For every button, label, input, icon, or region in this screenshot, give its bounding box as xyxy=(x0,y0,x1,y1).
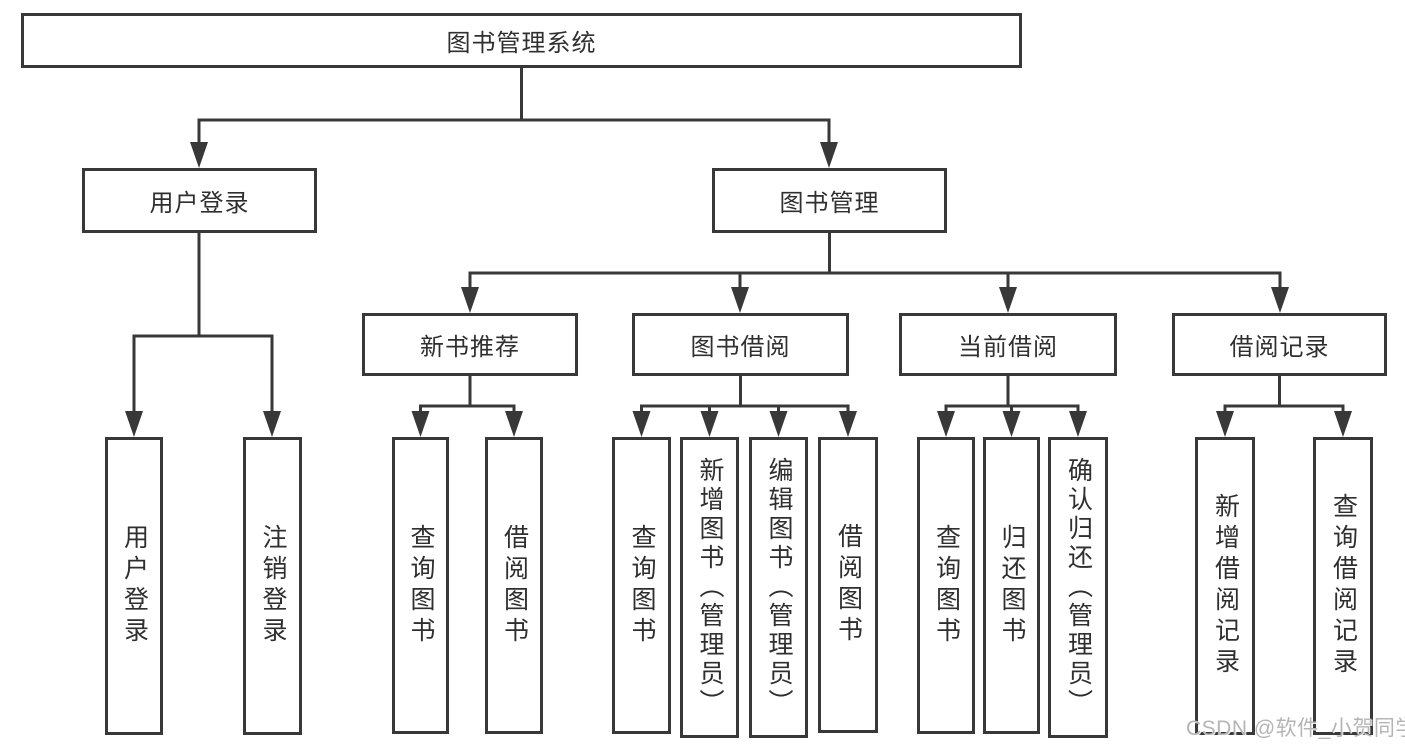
node-label: 借阅图书 xyxy=(834,523,863,647)
node-label: 编辑图书（管理员） xyxy=(765,457,793,718)
leaf-query-books-recommend: 查询图书 xyxy=(392,437,449,734)
leaf-return-books: 归还图书 xyxy=(983,437,1040,734)
node-label: 图书管理系统 xyxy=(446,30,597,57)
leaf-borrow-books-recommend: 借阅图书 xyxy=(485,437,543,734)
node-label: 新书推荐 xyxy=(420,334,520,361)
node-book-borrowing: 图书借阅 xyxy=(632,313,849,376)
node-label: 查询图书 xyxy=(628,523,656,648)
leaf-query-books-current: 查询图书 xyxy=(917,437,975,734)
leaf-add-book-admin: 新增图书（管理员） xyxy=(680,437,739,738)
leaf-edit-book-admin: 编辑图书（管理员） xyxy=(749,437,808,738)
node-label: 查询借阅记录 xyxy=(1329,493,1358,679)
leaf-query-books-borrowing: 查询图书 xyxy=(612,437,671,734)
node-label: 注销登录 xyxy=(259,524,287,648)
leaf-query-borrow-record: 查询借阅记录 xyxy=(1313,437,1373,735)
node-root-system: 图书管理系统 xyxy=(21,13,1022,68)
node-label: 用户登录 xyxy=(120,524,149,648)
node-label: 图书借阅 xyxy=(690,334,791,361)
node-label: 查询图书 xyxy=(407,523,435,648)
node-new-book-recommend: 新书推荐 xyxy=(362,313,578,376)
node-user-login: 用户登录 xyxy=(82,168,317,233)
node-label: 当前借阅 xyxy=(958,334,1058,361)
node-borrowing-records: 借阅记录 xyxy=(1172,313,1387,376)
node-label: 查询图书 xyxy=(932,523,961,648)
arrowhead-icons xyxy=(125,142,1352,437)
node-label: 确认归还（管理员） xyxy=(1064,457,1093,718)
node-label: 图书管理 xyxy=(779,190,880,217)
leaf-add-borrow-record: 新增借阅记录 xyxy=(1195,437,1255,735)
node-label: 新增图书（管理员） xyxy=(696,457,724,718)
leaf-confirm-return-admin: 确认归还（管理员） xyxy=(1048,437,1108,738)
node-current-borrowing: 当前借阅 xyxy=(899,313,1117,376)
leaf-borrow-books-borrowing: 借阅图书 xyxy=(818,437,878,733)
leaf-user-login: 用户登录 xyxy=(105,437,163,735)
node-label: 借阅记录 xyxy=(1229,334,1330,361)
csdn-watermark: CSDN @软件_小贺同学 xyxy=(1186,717,1405,740)
node-label: 归还图书 xyxy=(998,523,1026,648)
node-label: 用户登录 xyxy=(149,190,250,217)
node-label: 借阅图书 xyxy=(500,523,529,648)
node-book-management: 图书管理 xyxy=(712,168,947,233)
node-label: 新增借阅记录 xyxy=(1211,493,1240,679)
leaf-logout: 注销登录 xyxy=(243,437,302,735)
